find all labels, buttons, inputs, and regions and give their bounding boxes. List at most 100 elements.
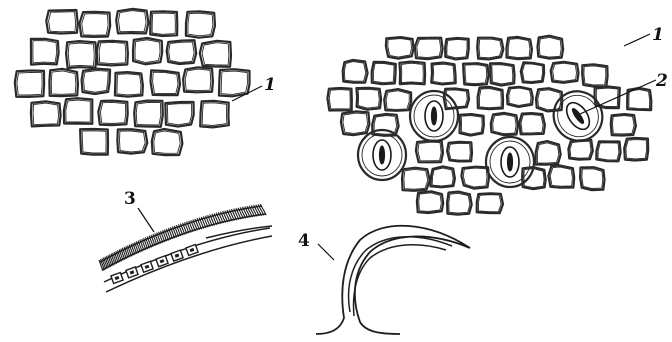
cell-wall-inner [523,64,543,82]
cell-wall-inner [68,43,94,66]
stoma [544,82,612,150]
cell-wall-inner [120,131,146,152]
cell-wall-inner [51,71,76,94]
cell-wall-inner [418,142,441,161]
cell-wall-inner [492,65,513,84]
cell-wall-inner [154,131,180,153]
label-stomata: 2 [655,71,668,91]
stoma-pore [431,107,436,125]
cell-wall-inner [119,11,147,32]
cell-wall-inner [66,100,91,122]
label-epidermis-right: 1 [652,25,664,45]
label-3: 3 [124,189,154,232]
cell-wall-inner [117,74,141,95]
cell-wall-inner [202,43,229,65]
cell-wall-inner [461,116,482,135]
label-2: 2 [580,71,668,114]
cell-wall-inner [386,91,409,110]
cuticle-section [99,204,272,292]
cell-wall-inner [185,69,211,91]
stoma [486,137,534,187]
cell-wall-inner [598,143,619,160]
hooked-hair [316,226,470,334]
epidermal-cell [46,10,77,34]
epidermal-cell [134,101,163,127]
cell-wall-inner [169,42,194,63]
label-1-left: 1 [232,75,276,101]
cell-wall-inner [49,12,76,32]
cell-wall-inner [479,89,501,108]
stoma [410,91,458,141]
epidermal-cell [327,88,351,111]
epidermal-cell [399,62,425,85]
label-cuticle: 3 [124,189,136,209]
cell-wall-inner [17,72,42,95]
cell-wall-inner [136,103,161,126]
cell-wall-inner [493,115,516,134]
cell-wall-inner [167,104,191,125]
cell-wall-inner [188,13,213,36]
cell-wall-inner [432,168,453,186]
cell-wall-inner [479,195,502,212]
cell-wall-inner [449,193,470,213]
cell-wall-inner [626,140,647,159]
cell-wall-inner [582,169,603,189]
epidermal-cell [97,41,128,66]
cell-wall-inner [33,41,57,63]
cell-wall-inner [550,167,572,186]
epidermis-cells-left [15,9,250,155]
cell-wall-inner [449,143,470,160]
cell-wall-inner [537,143,559,163]
cell-wall-inner [135,40,160,63]
epidermal-cell [115,72,143,97]
epidermal-cell [80,129,108,155]
cell-wall-inner [82,131,106,153]
epidermal-cell [478,87,503,109]
cell-wall-inner [202,103,227,126]
cell-wall-inner [344,62,365,82]
cell-wall-inner [153,72,178,93]
epidermal-cell [461,167,489,189]
cell-wall-inner [221,71,247,94]
cell-wall-inner [373,63,394,82]
cell-wall-inner [584,66,606,85]
epidermal-cell [64,98,92,124]
cell-wall-inner [404,169,428,189]
cell-wall-inner [152,13,175,34]
cell-wall-inner [463,168,487,187]
cell-wall-inner [433,64,454,83]
label-epidermis-left: 1 [264,75,276,95]
cell-wall-inner [329,90,350,109]
cell-wall-inner [538,90,561,110]
cell-wall-inner [401,63,423,82]
cell-wall-inner [99,42,126,63]
stoma-pore [379,146,384,164]
label-hair: 4 [298,231,310,251]
label-4: 4 [298,231,334,260]
epidermis-cells-right [327,36,651,215]
epidermal-cell [66,41,96,68]
cell-wall-inner [479,39,502,58]
cell-wall-inner [570,141,591,158]
cell-wall-inner [343,113,368,133]
cell-wall-inner [100,102,125,123]
cell-wall-inner [84,71,109,93]
label-1-right: 1 [624,25,664,46]
cell-wall-inner [447,39,467,57]
cell-wall-inner [419,193,442,212]
cell-wall-inner [508,39,530,58]
epidermal-cell [200,101,229,128]
cell-wall-inner [553,63,577,81]
cell-wall-inner [509,88,531,105]
cell-wall-inner [388,39,412,58]
epidermal-cell [15,71,44,97]
cell-wall-inner [33,103,59,125]
cell-wall-inner [417,39,441,58]
epidermal-cell [150,11,177,36]
cell-wall-inner [613,116,635,134]
cell-wall-inner [539,37,561,57]
cell-wall-inner [82,14,108,36]
cell-wall-inner [521,115,543,133]
